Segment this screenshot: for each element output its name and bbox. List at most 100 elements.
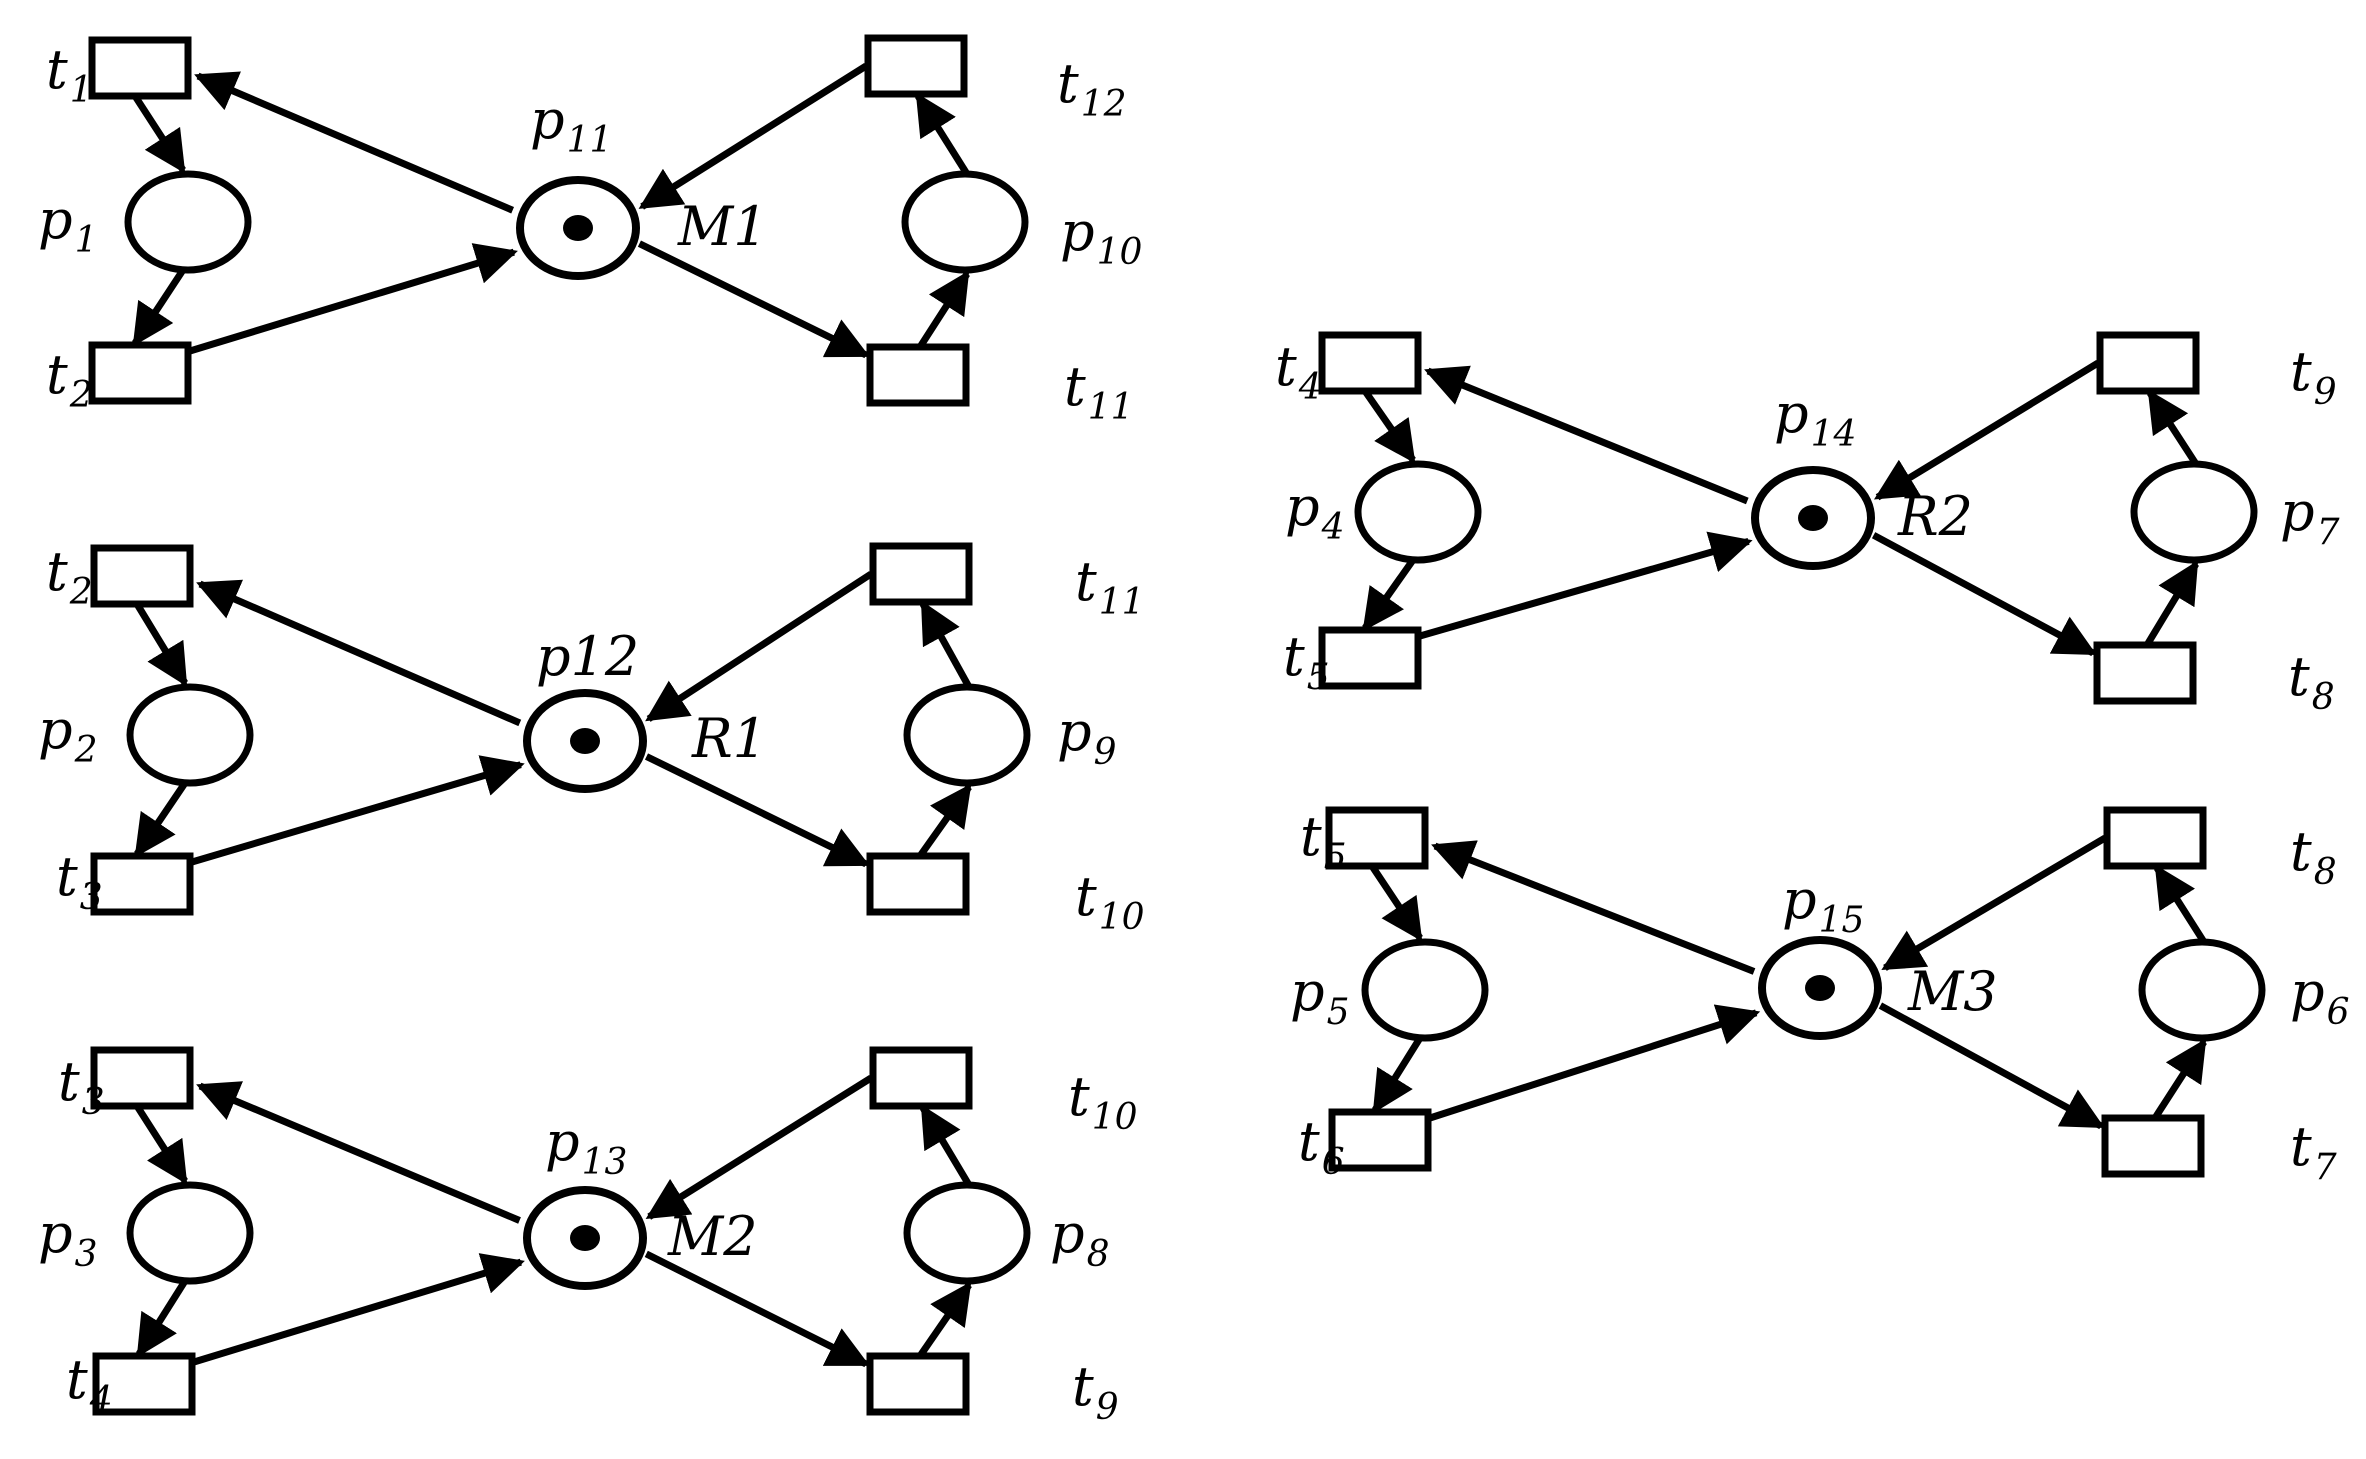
arc-br-to-pr: [917, 1281, 972, 1358]
label-place-resource-subscript: 13: [582, 1142, 628, 1183]
label-place-resource-subscript: 15: [1819, 900, 1865, 941]
arc-tl-to-pl: [1362, 389, 1416, 464]
arc-bl-to-pc: [191, 755, 525, 866]
label-transition-top-left-main: t: [46, 38, 68, 101]
transition-top-right: [2096, 331, 2200, 395]
arc-pr-to-tr: [919, 1104, 973, 1187]
arc-pl-to-bl: [1362, 557, 1416, 632]
place-right: [903, 683, 1031, 787]
label-transition-bottom-left: t5: [1283, 625, 1330, 698]
label-transition-bottom-left-main: t: [46, 343, 68, 406]
transition-top-left: [90, 544, 194, 608]
label-transition-top-left-main: t: [46, 540, 68, 603]
label-place-left-subscript: 2: [74, 730, 98, 771]
arc-pc-to-tl: [196, 1081, 521, 1224]
place-right: [2138, 938, 2266, 1042]
label-transition-top-left: t3: [58, 1050, 105, 1123]
transition-top-right: [864, 34, 968, 98]
place-right: [901, 170, 1029, 274]
arc-bl-to-pc: [1428, 1004, 1761, 1122]
label-place-resource: p13: [545, 1110, 627, 1183]
label-place-left-subscript: 1: [75, 220, 98, 261]
label-place-resource-main: p: [1774, 382, 1809, 445]
arc-tr-to-pc: [645, 571, 873, 722]
label-place-right: p6: [2290, 960, 2349, 1033]
label-place-right: p10: [1060, 200, 1142, 273]
place-left: [1354, 460, 1482, 564]
label-transition-top-right-main: t: [1075, 550, 1097, 613]
token: [1805, 975, 1835, 1001]
label-transition-bottom-left-main: t: [1298, 1110, 1320, 1173]
label-place-left-main: p: [38, 1202, 73, 1265]
label-transition-bottom-right-subscript: 7: [2314, 1147, 2337, 1188]
label-transition-top-right-main: t: [1068, 1065, 1090, 1128]
transition-bottom-right: [2101, 1114, 2205, 1178]
label-transition-top-right-subscript: 8: [2314, 852, 2337, 893]
label-place-left-subscript: 3: [75, 1234, 98, 1275]
arc-pc-to-br: [644, 1250, 870, 1368]
label-resource-name: R1: [691, 707, 767, 770]
label-place-right-main: p: [2280, 480, 2315, 543]
label-transition-bottom-right: t10: [1075, 865, 1145, 938]
place-right: [2130, 460, 2258, 564]
arc-bl-to-pc: [188, 243, 518, 355]
label-transition-top-right-subscript: 11: [1099, 582, 1145, 623]
label-place-resource: p15: [1782, 868, 1864, 941]
label-transition-top-left-main: t: [58, 1050, 80, 1113]
label-transition-bottom-left-main: t: [1283, 625, 1305, 688]
arc-tl-to-pl: [1369, 864, 1423, 942]
transition-top-left: [1318, 331, 1422, 395]
token: [570, 1225, 600, 1251]
label-place-right-main: p: [1050, 1202, 1085, 1265]
transition-bottom-left: [88, 341, 192, 405]
transition-top-left: [90, 1046, 194, 1110]
arc-tl-to-pl: [132, 94, 186, 174]
transition-bottom-left: [1328, 1108, 1432, 1172]
label-transition-top-left-subscript: 1: [70, 70, 93, 111]
transition-bottom-right: [2093, 641, 2197, 705]
label-resource-name: M2: [667, 1205, 758, 1268]
label-transition-bottom-left: t4: [66, 1348, 113, 1421]
arc-pc-to-br: [1871, 532, 2097, 657]
transition-bottom-right: [866, 1352, 970, 1416]
label-transition-bottom-right-subscript: 8: [2312, 677, 2335, 718]
label-place-left: p3: [38, 1202, 97, 1275]
label-place-resource-main: p: [530, 88, 565, 151]
label-place-right-subscript: 6: [2327, 992, 2350, 1033]
label-transition-bottom-left-subscript: 4: [89, 1380, 113, 1421]
arc-pc-to-br: [1878, 1002, 2105, 1130]
label-transition-bottom-left-subscript: 6: [1322, 1142, 1345, 1183]
label-transition-bottom-left: t2: [46, 343, 93, 416]
label-resource-name: R2: [1897, 485, 1973, 548]
arc-pc-to-br: [644, 753, 870, 868]
label-transition-top-right: t11: [1075, 550, 1145, 623]
label-place-right-subscript: 8: [1087, 1234, 1110, 1275]
label-resource-name: M1: [677, 195, 768, 258]
label-transition-bottom-right-main: t: [1075, 865, 1097, 928]
arc-pl-to-bl: [1372, 1036, 1423, 1114]
arc-pl-to-bl: [136, 1279, 188, 1358]
token: [570, 728, 600, 754]
label-transition-top-left-subscript: 3: [82, 1082, 105, 1123]
label-transition-top-right-main: t: [2290, 820, 2312, 883]
transition-bottom-left: [90, 852, 194, 916]
arc-tr-to-pc: [1881, 834, 2107, 971]
arc-pr-to-tr: [919, 600, 973, 689]
arc-br-to-pr: [2144, 560, 2199, 647]
arc-pl-to-bl: [132, 268, 186, 347]
label-transition-top-right-main: t: [2290, 340, 2312, 403]
arc-tr-to-pc: [1873, 360, 2100, 501]
label-place-left: p1: [38, 188, 97, 261]
arc-pc-to-tl: [1431, 840, 1756, 975]
arc-pl-to-bl: [134, 781, 188, 858]
label-transition-bottom-right-subscript: 11: [1088, 387, 1134, 428]
label-transition-top-left-subscript: 4: [1298, 367, 1322, 408]
arc-pc-to-tl: [1424, 365, 1749, 505]
label-place-resource: p12: [536, 625, 639, 688]
arc-tr-to-pc: [645, 1075, 873, 1220]
label-transition-top-left-main: t: [1300, 805, 1322, 868]
